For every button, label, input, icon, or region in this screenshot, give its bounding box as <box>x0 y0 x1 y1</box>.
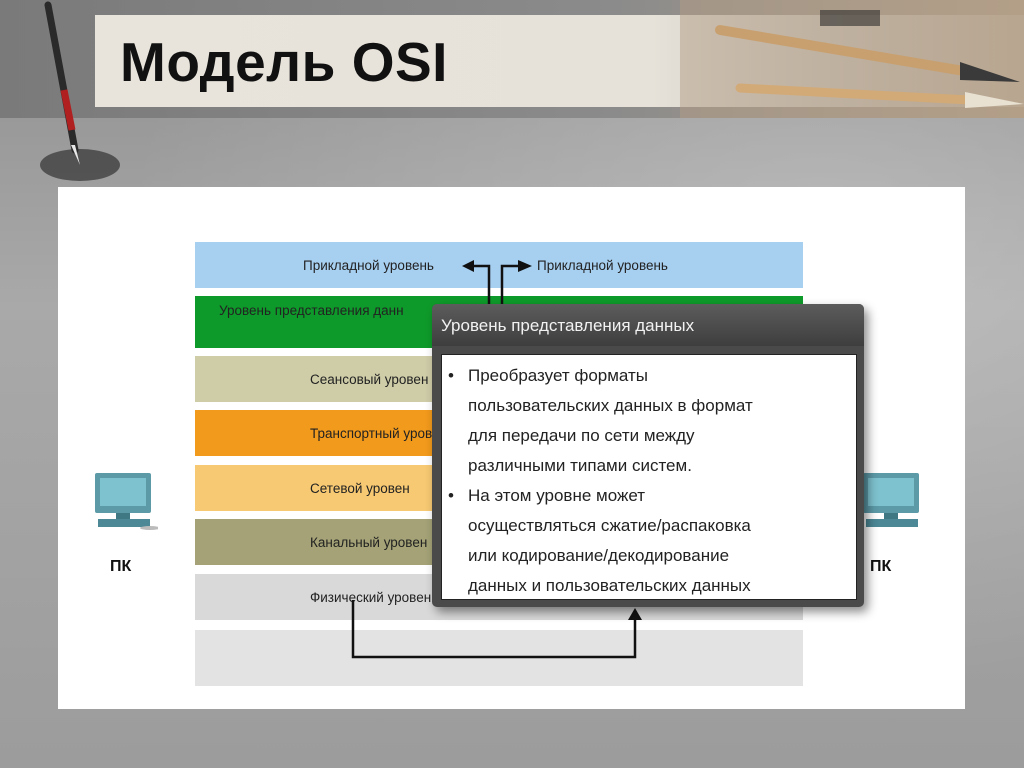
layer-label: Прикладной уровень <box>303 257 434 273</box>
application-arrows <box>462 260 532 304</box>
pen-decoration <box>40 1 120 181</box>
bullet-line: или кодирование/декодирование <box>468 546 730 565</box>
bullet-line: для передачи по сети между <box>468 426 695 445</box>
layer-label: Уровень представления данн <box>219 302 404 318</box>
layer-label: Сетевой уровен <box>310 480 410 496</box>
bullet-line: На этом уровне может <box>468 486 646 505</box>
bullet-line: данных и пользовательских данных <box>468 576 751 595</box>
left-pc-label: ПК <box>110 558 132 575</box>
left-pc-icon <box>95 473 158 530</box>
brush-decoration <box>680 0 1024 118</box>
popup-body: • Преобразует форматы пользовательских д… <box>441 354 857 600</box>
bullet-dot: • <box>448 486 454 505</box>
bullet-item: • На этом уровне может осуществляться сж… <box>448 481 848 601</box>
layer-label: Транспортный уровен <box>310 425 447 441</box>
layer-label: Сеансовый уровен <box>310 371 429 387</box>
transmission-arrow <box>351 600 642 659</box>
right-pc-icon <box>863 473 919 527</box>
layer-label: Канальный уровен <box>310 534 428 550</box>
osi-layer-band: Прикладной уровень Прикладной уровень <box>195 242 803 288</box>
bullet-line: осуществляться сжатие/распаковка <box>468 516 751 535</box>
layer-label: Физический уровен <box>310 589 432 605</box>
bullet-line: Преобразует форматы <box>468 366 649 385</box>
bullet-line: различными типами систем. <box>468 456 692 475</box>
right-pc-label: ПК <box>870 558 892 575</box>
popup-header <box>432 304 864 346</box>
layer-info-popup: Уровень представления данных • Преобразу… <box>432 304 864 607</box>
bullet-line: пользовательских данных в формат <box>468 396 753 415</box>
layer-label-right: Прикладной уровень <box>537 257 668 273</box>
bullet-dot: • <box>448 366 454 385</box>
popup-title: Уровень представления данных <box>441 316 695 335</box>
bullet-item: • Преобразует форматы пользовательских д… <box>448 361 848 481</box>
slide-title: Модель OSI <box>120 31 448 93</box>
